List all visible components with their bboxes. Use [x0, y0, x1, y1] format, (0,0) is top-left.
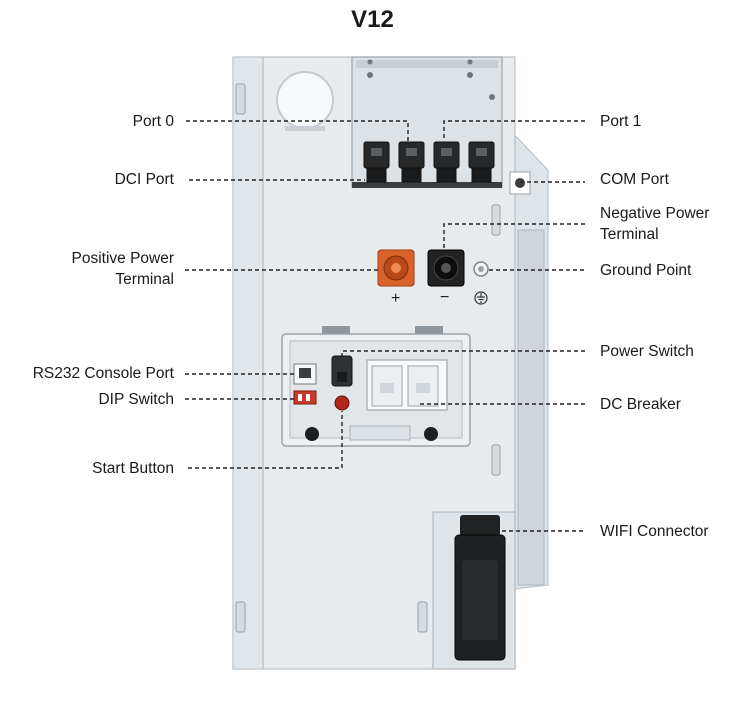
plus-symbol: + [391, 290, 401, 307]
minus-symbol: − [440, 289, 450, 306]
leader-lines [185, 120, 585, 532]
label-positive-power-terminal: Positive Power Terminal [71, 250, 174, 288]
cabinet-left-door [232, 56, 264, 670]
label-rs232-console-port: RS232 Console Port [32, 365, 174, 382]
hinges [235, 83, 501, 633]
diagram-title: V12 [351, 6, 394, 33]
label-power-switch: Power Switch [600, 343, 694, 360]
round-vent [276, 71, 334, 129]
ground-point [473, 261, 489, 277]
label-wifi-connector: WIFI Connector [600, 523, 709, 540]
positive-power-terminal [377, 249, 415, 287]
wifi-connector [432, 511, 516, 670]
ground-symbol-icon [474, 291, 488, 305]
label-port1: Port 1 [600, 113, 642, 130]
label-port0: Port 0 [132, 113, 174, 130]
label-ground-point: Ground Point [600, 262, 692, 279]
label-dci-port: DCI Port [114, 171, 174, 188]
label-start-button: Start Button [92, 460, 174, 477]
label-com-port: COM Port [600, 171, 669, 188]
label-dip-switch: DIP Switch [98, 391, 174, 408]
negative-power-terminal [427, 249, 465, 287]
control-panel [281, 326, 471, 447]
label-dc-breaker: DC Breaker [600, 396, 681, 413]
label-negative-power-terminal: Negative Power Terminal [600, 205, 710, 243]
